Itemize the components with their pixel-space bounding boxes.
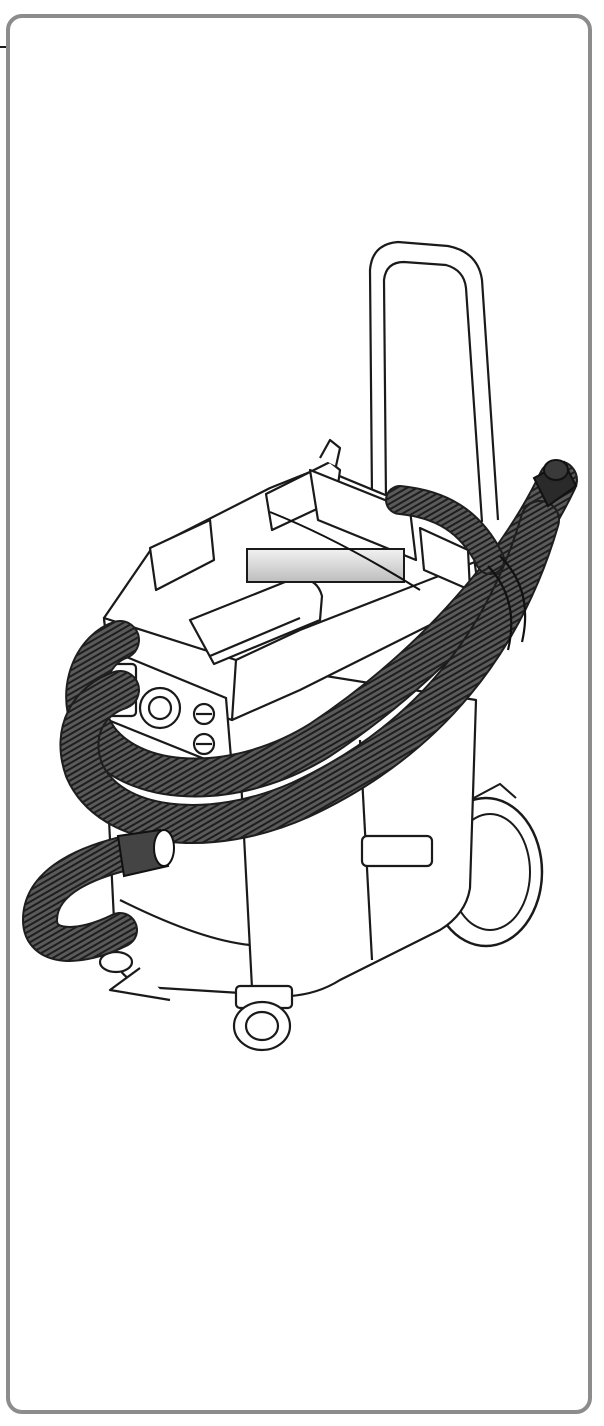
hose-end-nozzle — [532, 459, 578, 508]
hose-straps — [487, 555, 527, 651]
push-handle — [368, 240, 500, 523]
corner-tick-mark — [0, 46, 8, 48]
hose-inlet-connector — [116, 828, 175, 878]
power-cord — [269, 511, 421, 591]
front-caster-wheel — [98, 950, 294, 1052]
hose-coils — [21, 460, 578, 962]
